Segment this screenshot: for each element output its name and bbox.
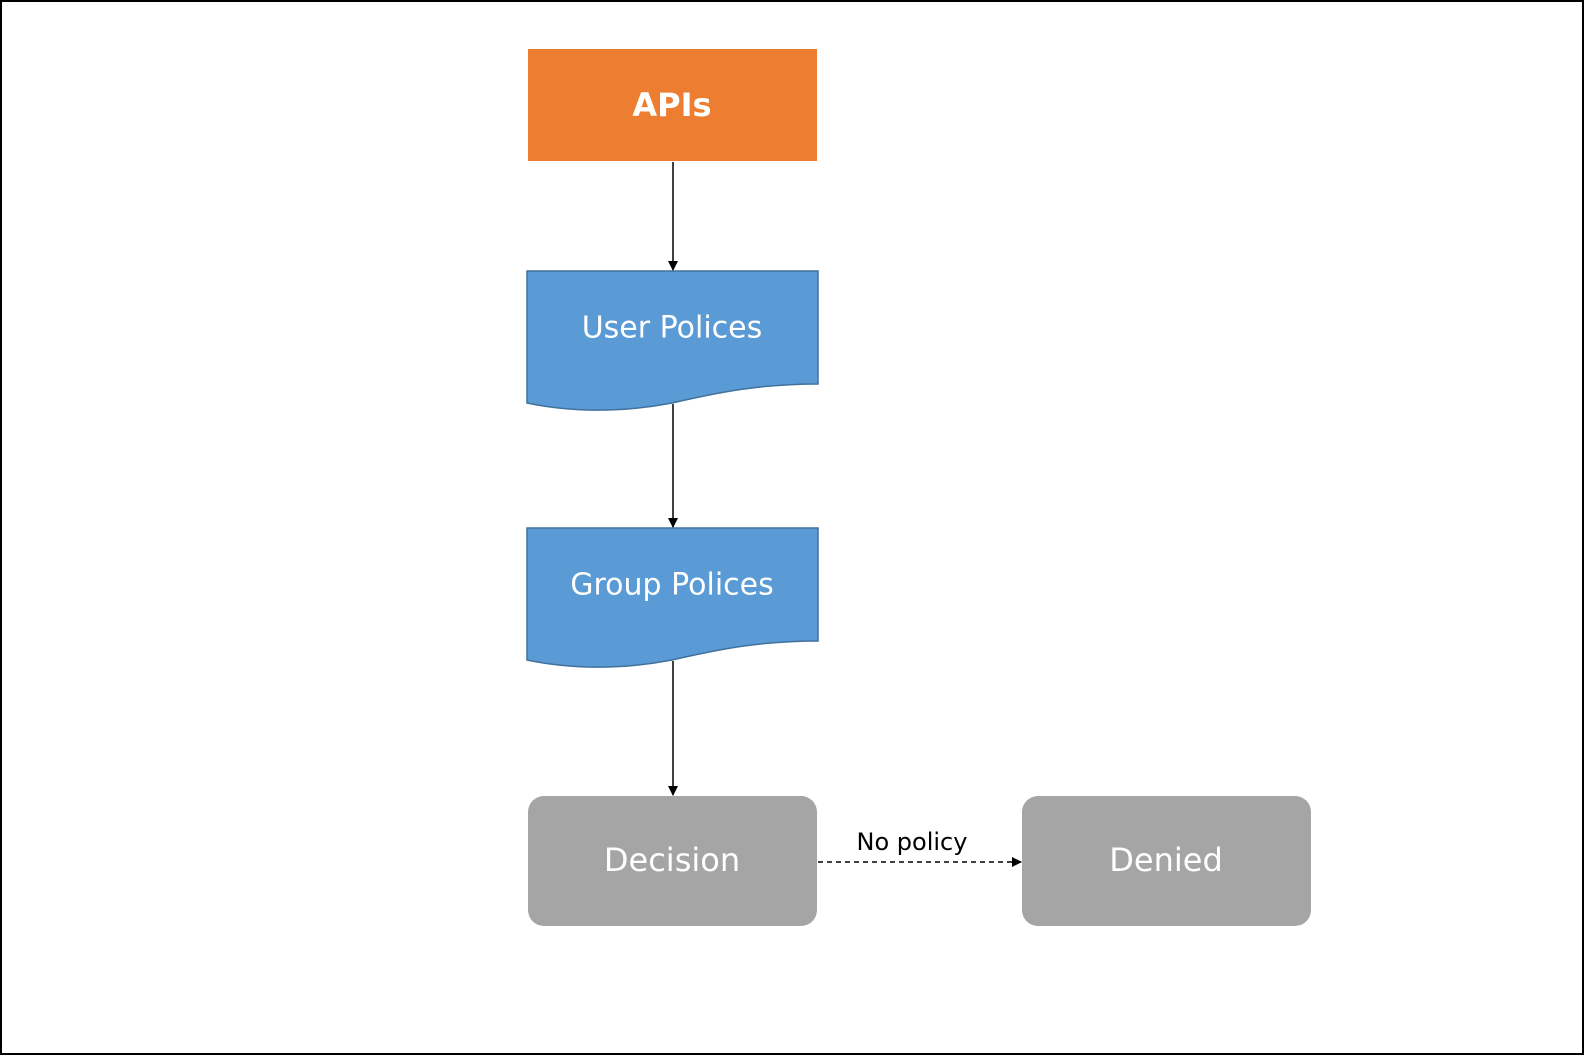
- node-group-policies: Group Polices: [526, 527, 819, 668]
- edge-decision-to-denied-label: No policy: [857, 828, 968, 856]
- node-apis-shape: [528, 49, 817, 161]
- node-group-policies-label: Group Polices: [570, 568, 774, 603]
- node-user-policies: User Polices: [526, 270, 819, 411]
- node-user-policies-shape: [526, 270, 819, 411]
- node-user-policies-label: User Polices: [582, 311, 763, 346]
- node-denied: Denied: [1022, 796, 1311, 926]
- node-decision: Decision: [528, 796, 817, 926]
- node-decision-label: Decision: [604, 841, 740, 879]
- node-apis: APIs: [528, 49, 817, 161]
- node-apis-label: APIs: [632, 86, 711, 124]
- node-decision-shape: [528, 796, 817, 926]
- node-denied-shape: [1022, 796, 1311, 926]
- node-denied-label: Denied: [1109, 841, 1223, 879]
- node-group-policies-shape: [526, 527, 819, 668]
